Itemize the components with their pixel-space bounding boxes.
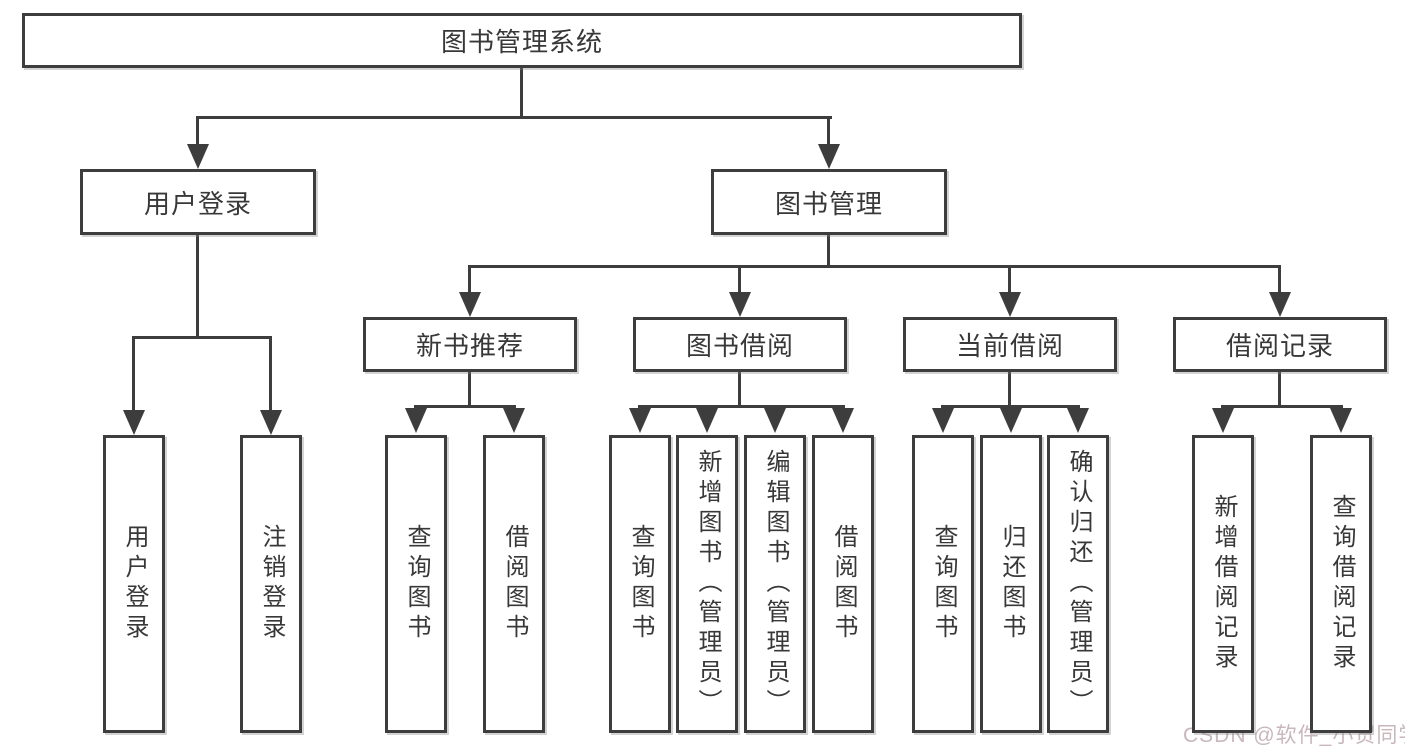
connector-line bbox=[468, 372, 471, 405]
arrow-down-icon bbox=[503, 408, 525, 433]
arrow-down-icon bbox=[459, 292, 481, 317]
leaf-query-books-current: 查询图书 bbox=[912, 435, 974, 733]
connector-line bbox=[414, 405, 516, 408]
connector-line bbox=[196, 235, 199, 336]
leaf-add-borrow-record: 新增借阅记录 bbox=[1192, 435, 1254, 733]
arrow-down-icon bbox=[999, 292, 1021, 317]
leaf-query-borrow-record: 查询借阅记录 bbox=[1310, 435, 1372, 733]
connector-line bbox=[196, 116, 199, 148]
node-book-management: 图书管理 bbox=[711, 169, 947, 235]
connector-line bbox=[520, 68, 523, 118]
connector-line bbox=[1008, 372, 1011, 405]
connector-line bbox=[1221, 405, 1343, 408]
connector-line bbox=[132, 336, 135, 411]
connector-line bbox=[941, 405, 1080, 408]
arrow-down-icon bbox=[696, 408, 718, 433]
connector-line bbox=[638, 405, 845, 408]
node-borrowing-records: 借阅记录 bbox=[1173, 317, 1387, 372]
connector-line bbox=[827, 235, 830, 265]
arrow-down-icon bbox=[1067, 408, 1089, 433]
leaf-borrow-books-recommend: 借阅图书 bbox=[483, 435, 545, 733]
connector-line bbox=[1278, 265, 1281, 293]
arrow-down-icon bbox=[629, 408, 651, 433]
connector-line bbox=[738, 265, 741, 293]
arrow-down-icon bbox=[187, 144, 209, 169]
node-user-login: 用户登录 bbox=[80, 169, 316, 235]
connector-line bbox=[738, 372, 741, 405]
arrow-down-icon bbox=[405, 408, 427, 433]
arrow-down-icon bbox=[1330, 408, 1352, 433]
leaf-return-books: 归还图书 bbox=[980, 435, 1042, 733]
leaf-query-books-borrowing: 查询图书 bbox=[609, 435, 671, 733]
leaf-confirm-return-admin: 确认归还（管理员） bbox=[1047, 435, 1109, 733]
arrow-down-icon bbox=[932, 408, 954, 433]
connector-line bbox=[269, 336, 272, 411]
leaf-add-books-admin: 新增图书（管理员） bbox=[676, 435, 738, 733]
arrow-down-icon bbox=[818, 144, 840, 169]
connector-line bbox=[196, 116, 832, 119]
arrow-down-icon bbox=[260, 410, 282, 435]
leaf-borrow-books: 借阅图书 bbox=[812, 435, 874, 733]
node-book-borrowing: 图书借阅 bbox=[633, 317, 847, 372]
leaf-query-books-recommend: 查询图书 bbox=[385, 435, 447, 733]
arrow-down-icon bbox=[1212, 408, 1234, 433]
connector-line bbox=[468, 265, 1281, 268]
connector-line bbox=[1008, 265, 1011, 293]
arrow-down-icon bbox=[764, 408, 786, 433]
leaf-logout: 注销登录 bbox=[240, 435, 302, 733]
node-new-book-recommend: 新书推荐 bbox=[363, 317, 577, 372]
connector-line bbox=[468, 265, 471, 293]
arrow-down-icon bbox=[1000, 408, 1022, 433]
arrow-down-icon bbox=[832, 408, 854, 433]
arrow-down-icon bbox=[729, 292, 751, 317]
node-current-borrowing: 当前借阅 bbox=[903, 317, 1117, 372]
connector-line bbox=[1278, 372, 1281, 405]
node-library-system: 图书管理系统 bbox=[22, 13, 1022, 68]
arrow-down-icon bbox=[1269, 292, 1291, 317]
leaf-user-login: 用户登录 bbox=[103, 435, 165, 733]
connector-line bbox=[827, 116, 830, 148]
arrow-down-icon bbox=[123, 410, 145, 435]
connector-line bbox=[132, 336, 272, 339]
leaf-edit-books-admin: 编辑图书（管理员） bbox=[744, 435, 806, 733]
